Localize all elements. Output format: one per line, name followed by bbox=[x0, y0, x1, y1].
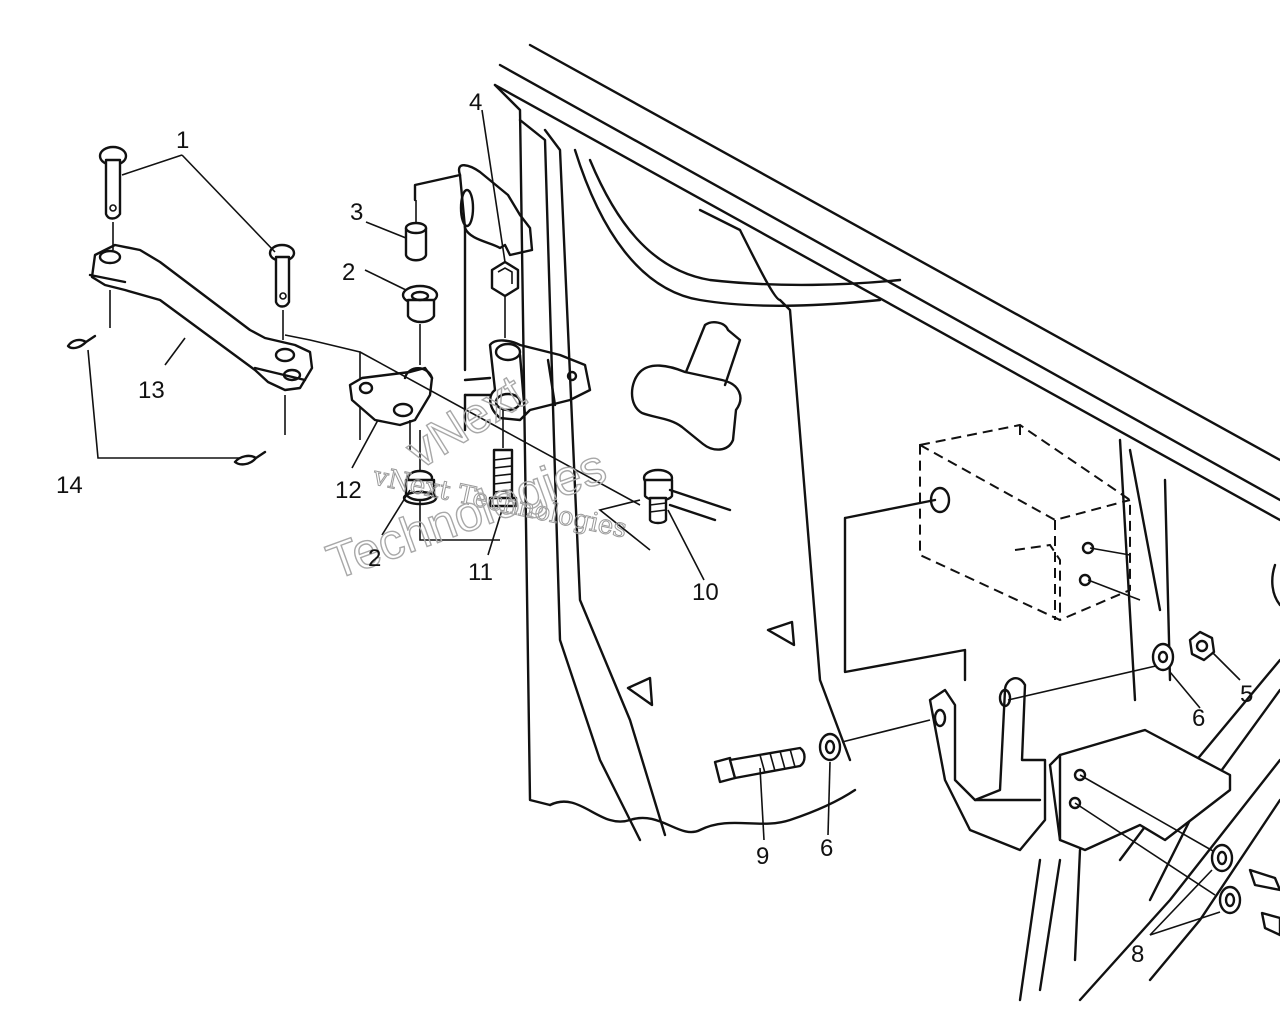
latch-bracket bbox=[928, 664, 1161, 852]
callout-2-lower: 2 bbox=[368, 545, 381, 572]
bushing-2-lower bbox=[402, 430, 500, 541]
nut-8-upper bbox=[1210, 843, 1280, 892]
bolt-11 bbox=[488, 410, 518, 508]
cotter-pin-a bbox=[66, 334, 97, 350]
bushing-2-upper bbox=[401, 284, 439, 365]
clevis-pin-a bbox=[98, 145, 128, 250]
callout-9: 9 bbox=[756, 843, 769, 870]
hinge-axis-line bbox=[359, 351, 641, 506]
callout-14: 14 bbox=[56, 472, 83, 499]
washer-6-upper bbox=[1151, 642, 1175, 672]
leader-lines bbox=[87, 154, 1241, 936]
bolt-10 bbox=[598, 468, 732, 551]
callout-1: 1 bbox=[176, 127, 189, 154]
callout-labels: 1 2 2 3 4 5 6 6 8 9 10 11 12 13 14 bbox=[56, 89, 1253, 968]
hinge-bracket bbox=[413, 164, 592, 432]
striker-plate bbox=[1048, 728, 1232, 896]
washer-6-lower bbox=[818, 719, 931, 762]
latch-housing bbox=[843, 423, 1141, 682]
callout-10: 10 bbox=[692, 579, 719, 606]
callout-12: 12 bbox=[335, 477, 362, 504]
hex-nut-4 bbox=[481, 109, 520, 338]
callout-13: 13 bbox=[138, 377, 165, 404]
hex-nut-5 bbox=[1188, 630, 1216, 662]
callout-5: 5 bbox=[1240, 681, 1253, 708]
bolt-9 bbox=[713, 746, 806, 784]
nut-8-lower bbox=[1218, 885, 1280, 937]
callout-3: 3 bbox=[350, 199, 363, 226]
spacer-3 bbox=[404, 200, 428, 262]
callout-2-upper: 2 bbox=[342, 259, 355, 286]
callout-6-lower: 6 bbox=[820, 835, 833, 862]
clevis-pin-b bbox=[268, 243, 296, 340]
callout-11: 11 bbox=[468, 559, 493, 586]
callout-8: 8 bbox=[1131, 941, 1144, 968]
link-rod bbox=[88, 243, 361, 440]
cotter-pin-b bbox=[233, 450, 267, 466]
callout-4: 4 bbox=[469, 89, 482, 116]
bracket-plate bbox=[348, 366, 434, 450]
callout-6-upper: 6 bbox=[1192, 705, 1205, 732]
